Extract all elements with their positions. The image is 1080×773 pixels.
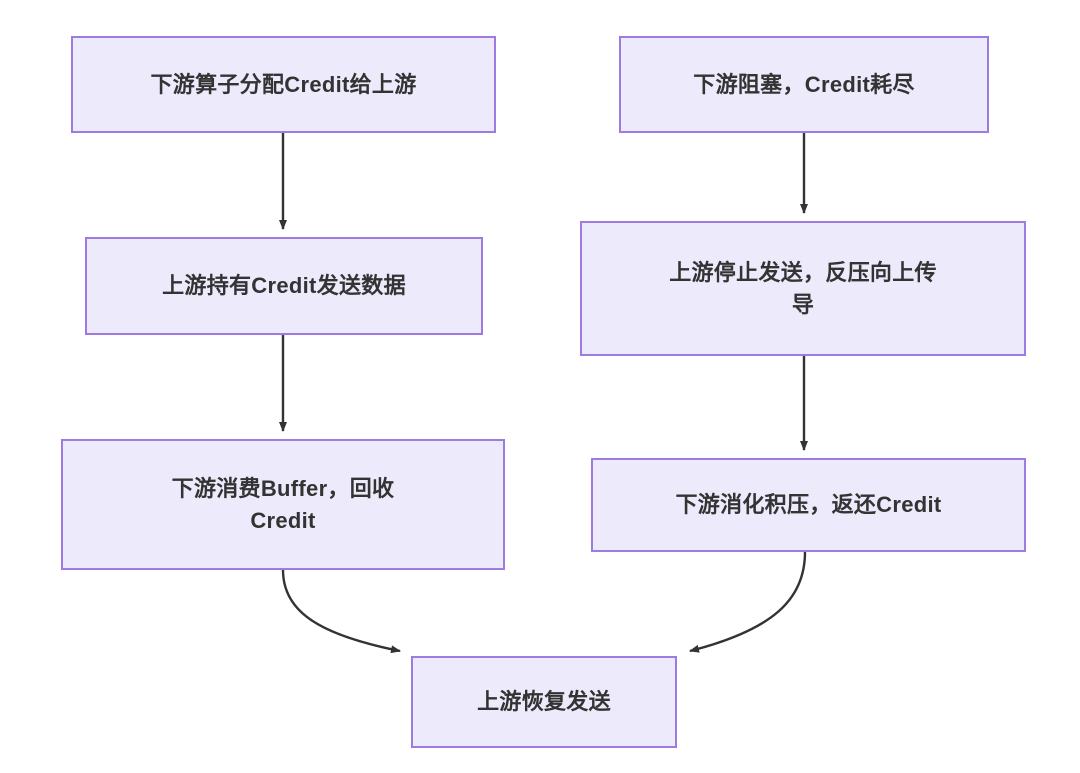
node-label: 上游恢复发送 — [477, 689, 611, 715]
node-label: 下游算子分配Credit给上游 — [150, 71, 417, 97]
node-label: 下游阻塞，Credit耗尽 — [693, 71, 915, 97]
edge-l3-to-bottom — [281, 569, 401, 654]
node-label: 上游持有Credit发送数据 — [162, 273, 406, 299]
node-downstream-digests-returns-credit[interactable]: 下游消化积压，返还Credit — [591, 458, 1026, 552]
node-upstream-sends-with-credit[interactable]: 上游持有Credit发送数据 — [85, 237, 483, 335]
node-upstream-resumes-sending[interactable]: 上游恢复发送 — [411, 656, 677, 748]
node-label: 下游消化积压，返还Credit — [675, 492, 942, 518]
node-downstream-blocked-credit-exhausted[interactable]: 下游阻塞，Credit耗尽 — [619, 36, 989, 133]
edge-r3-to-bottom — [689, 551, 807, 653]
node-upstream-stops-backpressure[interactable]: 上游停止发送，反压向上传 导 — [580, 221, 1026, 356]
node-downstream-consumes-buffer[interactable]: 下游消费Buffer，回收 Credit — [61, 439, 505, 570]
node-label: 上游停止发送，反压向上传 导 — [669, 259, 937, 317]
node-label: 下游消费Buffer，回收 Credit — [171, 475, 395, 533]
node-downstream-allocates-credit[interactable]: 下游算子分配Credit给上游 — [71, 36, 496, 133]
